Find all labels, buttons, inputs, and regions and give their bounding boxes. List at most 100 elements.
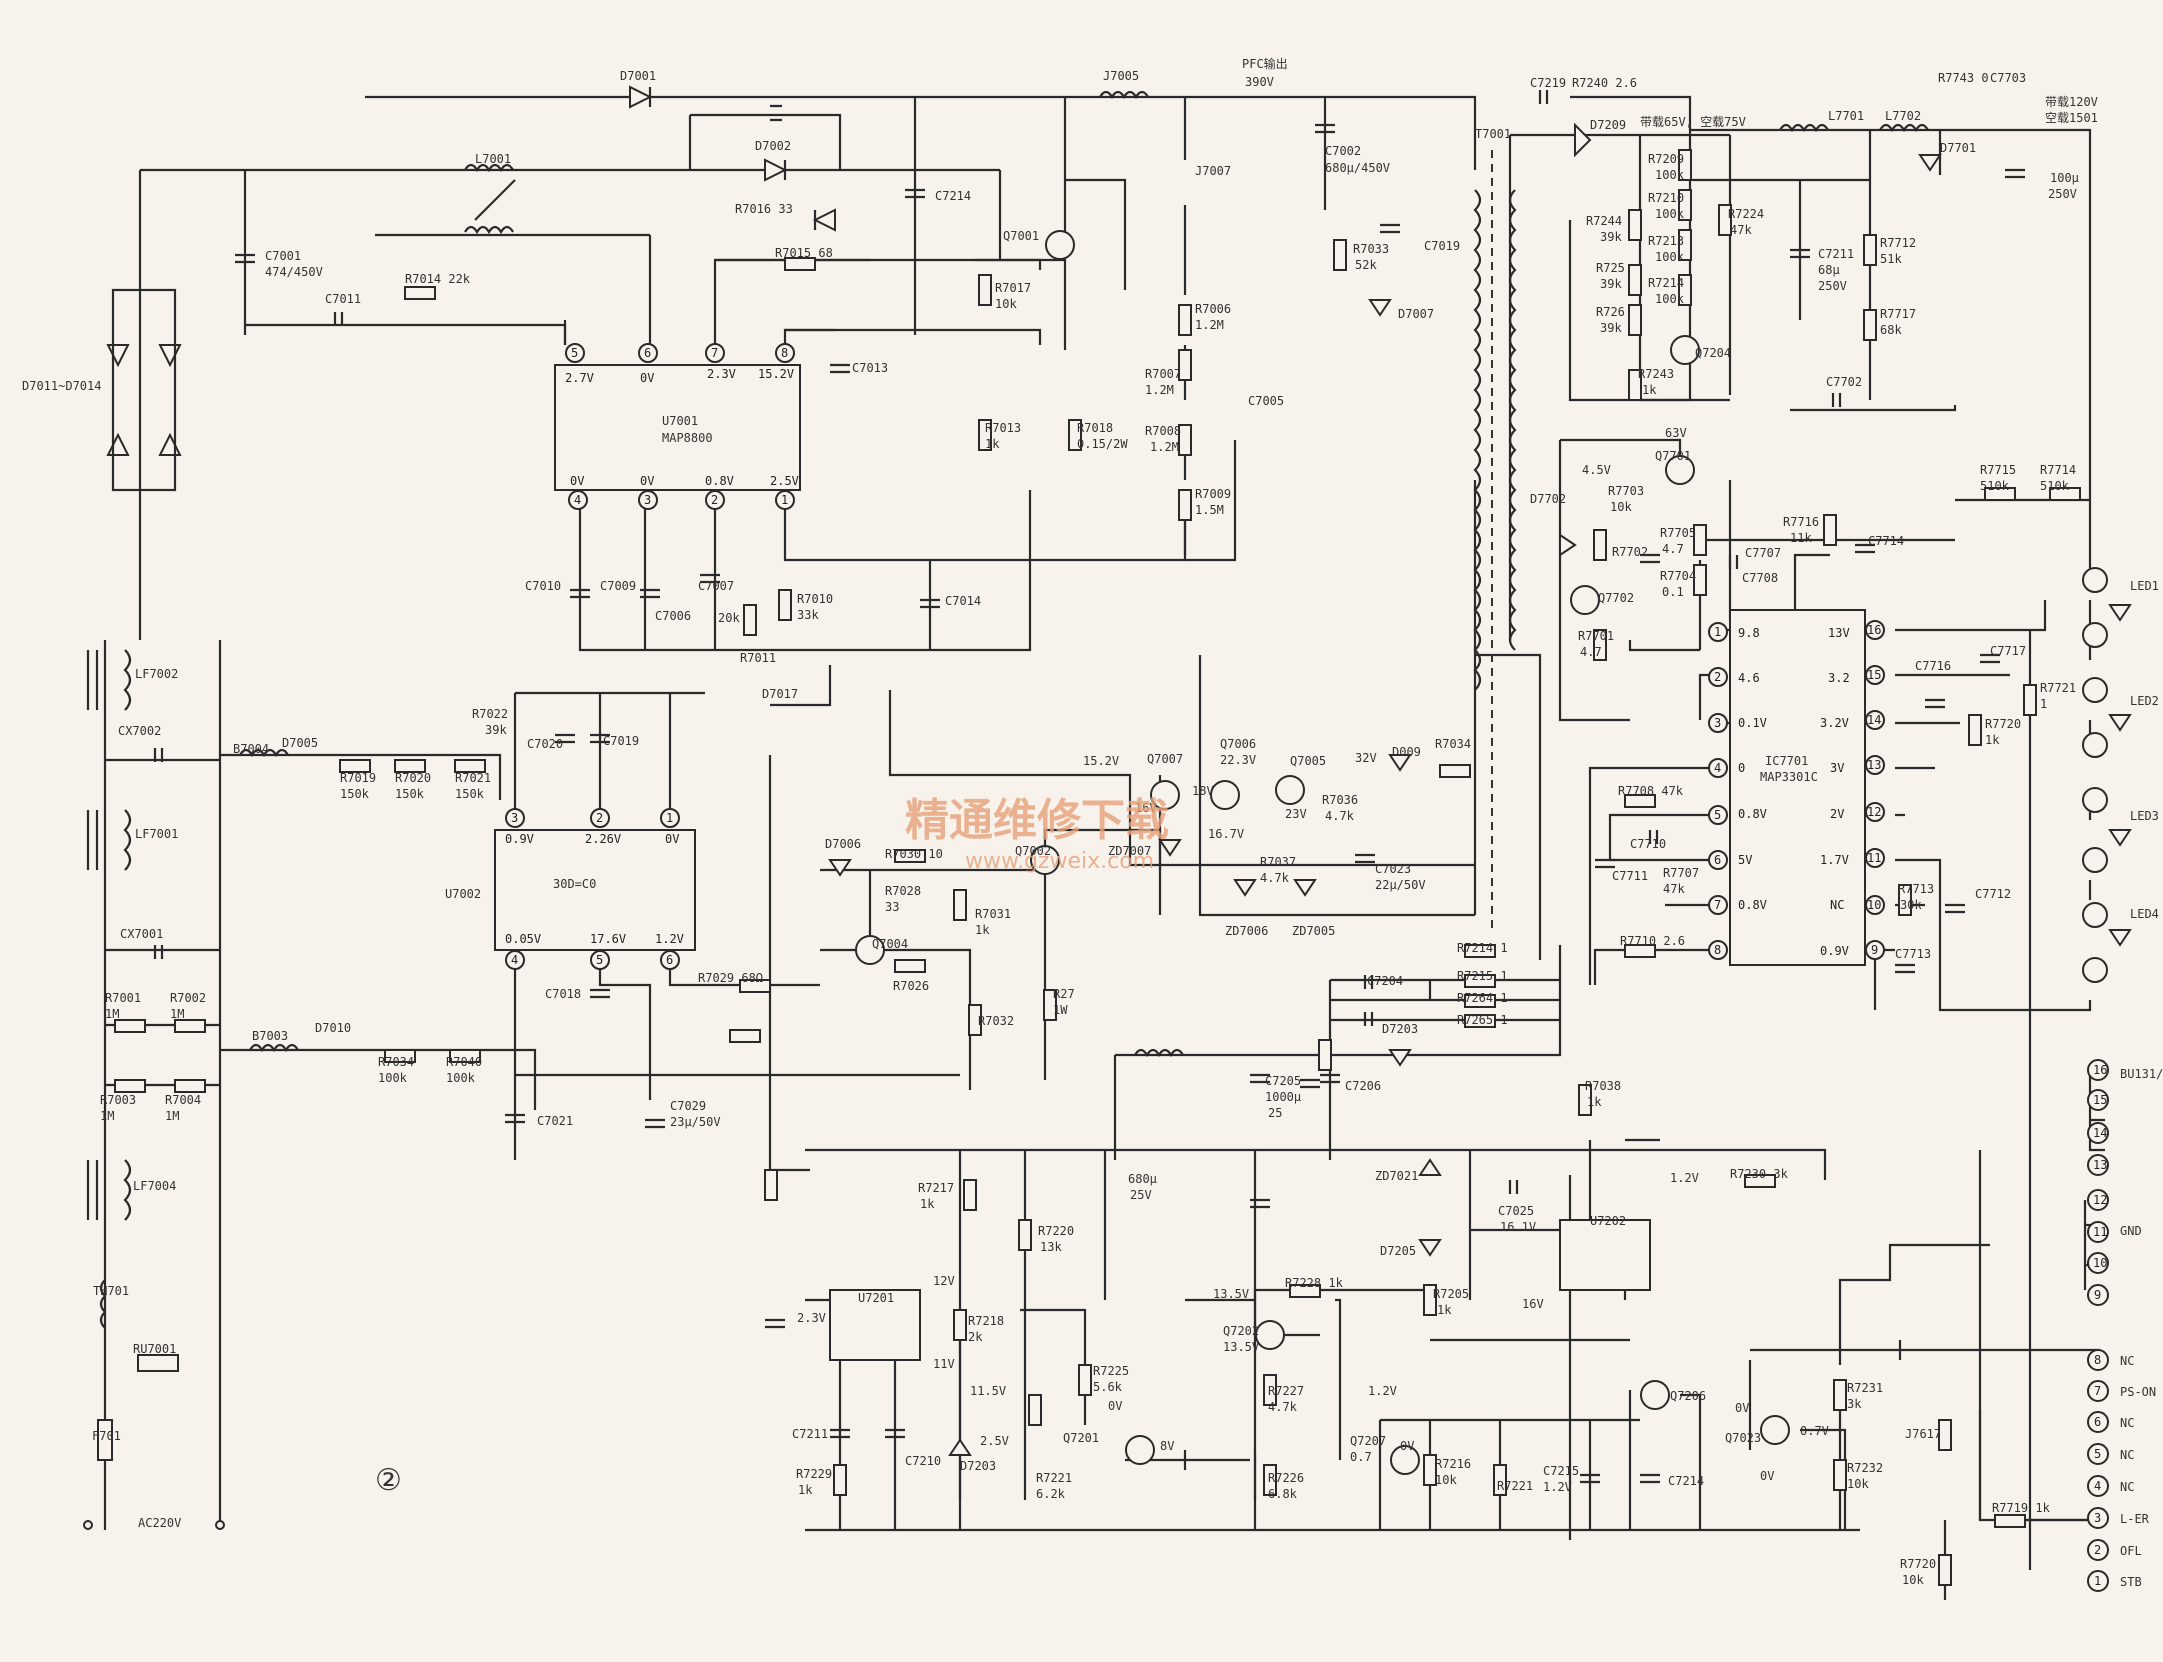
ic-pins — [505, 343, 1885, 970]
lbl-r7013v: 1k — [985, 437, 1000, 451]
lbl-r7028v: 33 — [885, 900, 899, 914]
lbl-r7720a: R7720 — [1985, 717, 2021, 731]
svg-text:2: 2 — [711, 493, 718, 507]
lbl-q7206: Q7206 — [1670, 1389, 1706, 1403]
lbl-r7224: R7224 — [1728, 207, 1764, 221]
lbl-r7034b: R7034 — [1435, 737, 1471, 751]
diode-d7016 — [812, 208, 836, 232]
lbl-q7004: Q7004 — [872, 937, 908, 951]
lbl-nc5: NC — [2120, 1448, 2134, 1462]
components — [83, 85, 2132, 1592]
lbl-r7702: R7702 — [1612, 545, 1648, 559]
ic7701-pin10-v: NC — [1830, 898, 1844, 912]
lbl-r7243: R7243 — [1638, 367, 1674, 381]
lbl-led1: LED1 — [2130, 579, 2159, 593]
svg-text:7: 7 — [711, 346, 718, 360]
lbl-r7224v: 47k — [1730, 223, 1752, 237]
lbl-lf7004: LF7004 — [133, 1179, 176, 1193]
inductor-b7003 — [249, 1043, 299, 1053]
lbl-r7229v: 1k — [798, 1483, 813, 1497]
lbl-r725v: 39k — [1600, 277, 1622, 291]
lbl-0v-d: 0V — [1760, 1469, 1774, 1483]
lbl-r27: R27 — [1053, 987, 1075, 1001]
svg-text:4: 4 — [574, 493, 581, 507]
lbl-c7205v: 1000μ — [1265, 1090, 1301, 1104]
svg-text:1: 1 — [1714, 625, 1721, 639]
lbl-r7033v: 52k — [1355, 258, 1377, 272]
svg-text:2: 2 — [596, 811, 603, 825]
lbl-r7033: R7033 — [1353, 242, 1389, 256]
lbl-c7007: C7007 — [698, 579, 734, 593]
lbl-c7211w: 250V — [1818, 279, 1847, 293]
lbl-c7211v: 68μ — [1818, 263, 1840, 277]
lbl-0.7: 0.7 — [1350, 1450, 1372, 1464]
lbl-r7708: R7708 47k — [1618, 784, 1684, 798]
lbl-c7011: C7011 — [325, 292, 361, 306]
svg-text:15: 15 — [2093, 1093, 2107, 1107]
u7001-pin7-v: 2.3V — [707, 367, 736, 381]
lbl-r7010v: 33k — [797, 608, 819, 622]
lbl-r725: R725 — [1596, 261, 1625, 275]
lbl-r7214b: R7214 1 — [1457, 941, 1508, 955]
lbl-q7201: Q7201 — [1063, 1431, 1099, 1445]
lbl-r7216v: 10k — [1435, 1473, 1457, 1487]
thermistor-th701 — [99, 1279, 107, 1329]
lbl-r7022v: 39k — [485, 723, 507, 737]
lbl-r7240: R7240 2.6 — [1572, 76, 1637, 90]
lbl-c7703: C7703 — [1990, 71, 2026, 85]
lbl-2.3v: 2.3V — [797, 1311, 826, 1325]
lbl-r7265: R7265 1 — [1457, 1013, 1508, 1027]
lbl-r7021: R7021 — [455, 771, 491, 785]
lbl-15.2v: 15.2V — [1083, 754, 1119, 768]
lbl-c7711: C7711 — [1612, 869, 1648, 883]
lbl-r7028: R7028 — [885, 884, 921, 898]
lbl-led4: LED4 — [2130, 907, 2159, 921]
lbl-c7215: C7215 — [1543, 1464, 1579, 1478]
lbl-u7202: U7202 — [1590, 1214, 1626, 1228]
lbl-r7705: R7705 — [1660, 526, 1696, 540]
lbl-r7010: R7010 — [797, 592, 833, 606]
lbl-8v: 8V — [1160, 1439, 1174, 1453]
lbl-r7008v: 1.2M — [1150, 440, 1179, 454]
lbl-zd7005: ZD7005 — [1292, 924, 1335, 938]
lbl-r7217v: 1k — [920, 1197, 935, 1211]
lbl-nc8: NC — [2120, 1354, 2134, 1368]
lbl-c7023v: 22μ/50V — [1375, 878, 1426, 892]
lbl-bu131: BU131/8 — [2120, 1067, 2163, 1081]
lbl-r7215: R7215 1 — [1457, 969, 1508, 983]
lbl-b7004: B7004 — [233, 742, 269, 756]
lbl-q7001: Q7001 — [1003, 229, 1039, 243]
lbl-r7007v: 1.2M — [1145, 383, 1174, 397]
lbl-r7004v: 1M — [165, 1109, 179, 1123]
lbl-r7717: R7717 — [1880, 307, 1916, 321]
lbl-d7001: D7001 — [620, 69, 656, 83]
lbl-c7013: C7013 — [852, 361, 888, 375]
lbl-c7019b: C7019 — [1424, 239, 1460, 253]
lbl-32v: 32V — [1355, 751, 1377, 765]
lbl-16.7v: 16.7V — [1208, 827, 1244, 841]
lbl-r7002: R7002 — [170, 991, 206, 1005]
lbl-ic7701n: MAP3301C — [1760, 770, 1818, 784]
lbl-r7210: R7210 — [1648, 191, 1684, 205]
lbl-13.5v: 13.5V — [1213, 1287, 1249, 1301]
lbl-r7216: R7216 — [1435, 1457, 1471, 1471]
lbl-r7214: R7214 — [1648, 276, 1684, 290]
lbl-390v: 390V — [1245, 75, 1274, 89]
lbl-r7226: R7226 — [1268, 1471, 1304, 1485]
lbl-led3: LED3 — [2130, 809, 2159, 823]
lbl-r7227v: 4.7k — [1268, 1400, 1298, 1414]
lbl-r7007: R7007 — [1145, 367, 1181, 381]
lbl-d7701: D7701 — [1940, 141, 1976, 155]
ic7701-pin5-v: 0.8V — [1738, 807, 1767, 821]
inductor-l7203 — [1134, 1048, 1184, 1058]
lbl-d7203: D7203 — [1382, 1022, 1418, 1036]
lbl-63v: 63V — [1665, 426, 1687, 440]
lbl-q7002: Q7002 — [1015, 844, 1051, 858]
lbl-r7029: R7029 68Ω — [698, 971, 763, 985]
lbl-r7022: R7022 — [472, 707, 508, 721]
bridge-diode-4 — [158, 432, 182, 456]
svg-text:3: 3 — [644, 493, 651, 507]
lbl-d7011: D7011~D7014 — [22, 379, 101, 393]
inductor-l7702 — [1879, 123, 1929, 133]
